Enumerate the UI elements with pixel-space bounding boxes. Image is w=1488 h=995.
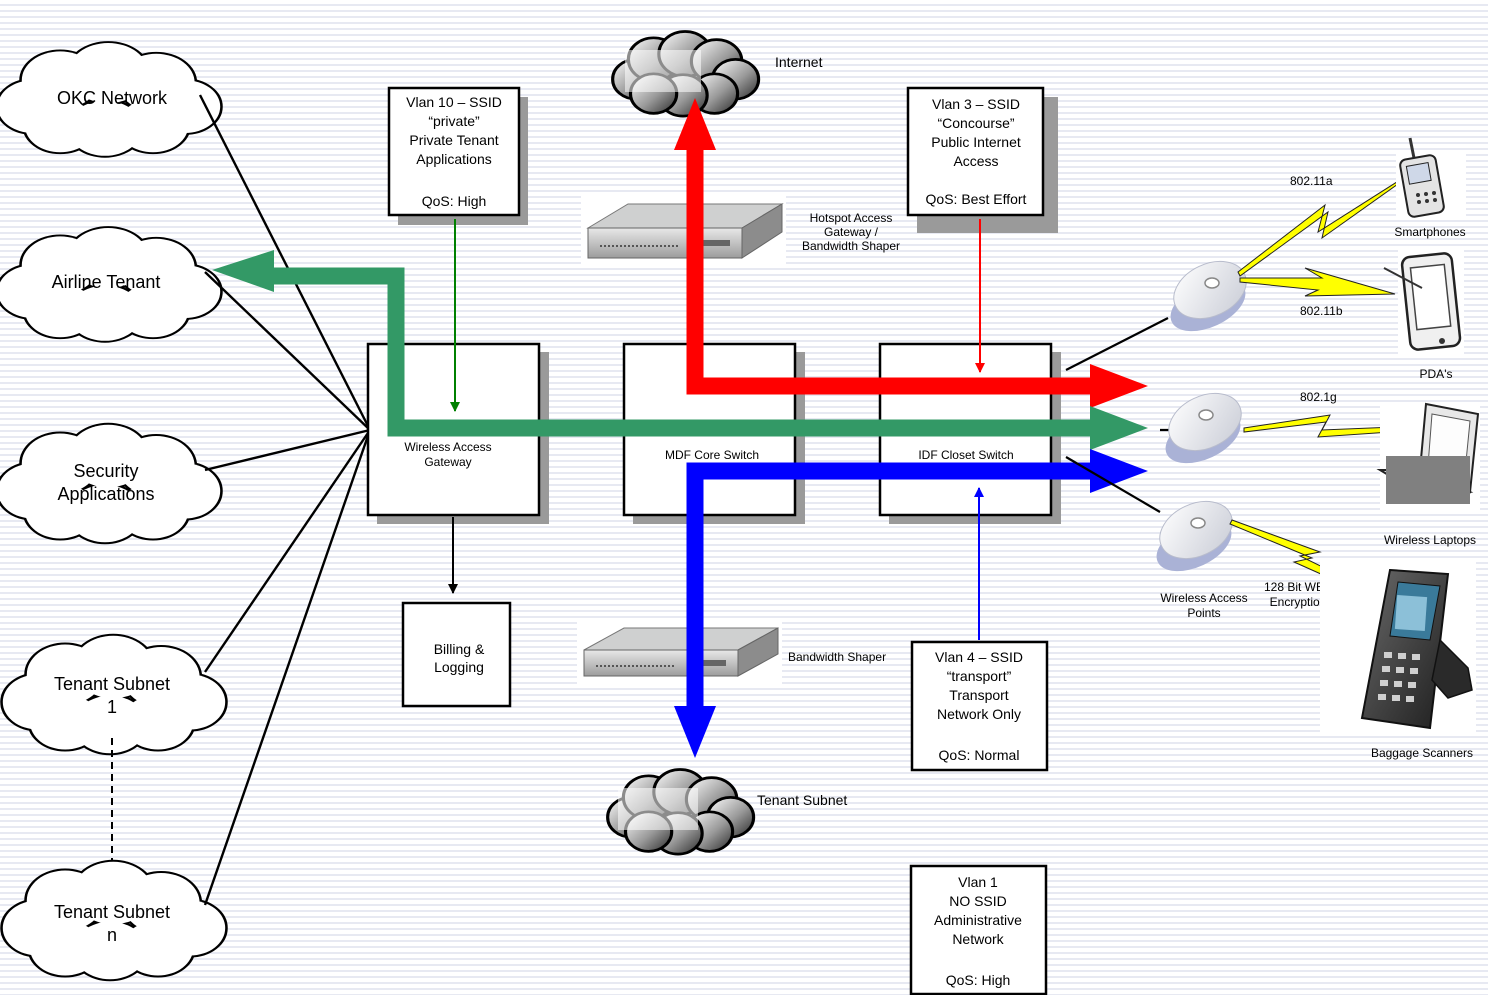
vlan4-line-2: “transport” (947, 668, 1012, 684)
vlan3-box: Vlan 3 – SSID “Concourse” Public Interne… (906, 86, 1058, 233)
vlan10-line-1: Vlan 10 – SSID (406, 94, 502, 110)
vlan4-line-3: Transport (949, 687, 1009, 703)
vlan1-box: Vlan 1 NO SSID Administrative Network Qo… (909, 864, 1048, 995)
smartphones-label: Smartphones (1394, 225, 1465, 239)
billing-logging-box: Billing & Logging (401, 601, 512, 708)
link-tenant-n (203, 429, 372, 906)
access-point-1-image (1170, 260, 1247, 332)
access-points-label-2: Points (1187, 606, 1220, 620)
vlan3-line-1: Vlan 3 – SSID (932, 96, 1020, 112)
scanners-label: Baggage Scanners (1371, 746, 1473, 760)
airline-tenant-label: Airline Tenant (52, 272, 161, 292)
private-flow-arrow (212, 250, 1148, 450)
wep-label-2: Encryption (1270, 595, 1327, 609)
billing-label-1: Billing & (434, 641, 485, 657)
tenant-subnet-1-label-2: 1 (107, 697, 117, 717)
vlan3-qos: QoS: Best Effort (926, 191, 1027, 207)
baggage-scanner-image (1320, 562, 1476, 734)
vlan3-line-4: Access (953, 153, 998, 169)
cloud-security-applications: Security Applications (0, 425, 220, 543)
access-point-3-image (1156, 500, 1233, 572)
transport-flow-arrow (674, 449, 1148, 758)
hotspot-gateway-server-image (581, 196, 786, 268)
lightning-80211a (1237, 178, 1402, 277)
hotspot-label-3: Bandwidth Shaper (802, 239, 900, 253)
internet-label: Internet (775, 54, 823, 70)
vlan4-line-4: Network Only (937, 706, 1021, 722)
vlan10-line-2: “private” (428, 113, 480, 129)
vlan3-line-3: Public Internet (931, 134, 1021, 150)
tenant-subnet-n-label-1: Tenant Subnet (54, 902, 170, 922)
cloud-airline-tenant: Airline Tenant (0, 228, 220, 341)
mdf-label: MDF Core Switch (665, 448, 759, 462)
vlan1-line-2: NO SSID (949, 893, 1007, 909)
wag-label-1: Wireless Access (404, 440, 491, 454)
internet-cloud-image (611, 29, 761, 118)
laptop-image (1376, 402, 1480, 514)
fan-links (198, 94, 372, 906)
security-label-2: Applications (57, 484, 154, 504)
vlan3-line-2: “Concourse” (937, 115, 1014, 131)
ap-links (1065, 317, 1190, 513)
std-80211b-label: 802.11b (1300, 304, 1343, 318)
link-airline (204, 271, 371, 431)
security-label-1: Security (73, 461, 138, 481)
link-okc (198, 94, 372, 431)
vlan1-qos: QoS: High (946, 972, 1011, 988)
vlan10-box: Vlan 10 – SSID “private” Private Tenant … (387, 86, 528, 225)
vlan4-line-1: Vlan 4 – SSID (935, 649, 1023, 665)
wep-label-1: 128 Bit WEP (1264, 580, 1332, 594)
vlan4-box: Vlan 4 – SSID “transport” Transport Netw… (910, 640, 1049, 772)
vlan10-line-3: Private Tenant (409, 132, 498, 148)
pda-image (1383, 248, 1464, 356)
smartphone-image (1396, 137, 1466, 218)
std-80211a-label: 802.11a (1290, 174, 1333, 188)
tenant-subnet-n-label-2: n (107, 925, 117, 945)
access-point-2-image (1165, 392, 1242, 464)
cloud-tenant-subnet-1: Tenant Subnet 1 (3, 636, 225, 754)
laptops-label: Wireless Laptops (1384, 533, 1476, 547)
tenant-subnet-cloud-image (606, 767, 756, 856)
billing-label-2: Logging (434, 659, 484, 675)
lightning-80211b (1239, 267, 1396, 297)
vlan10-qos: QoS: High (422, 193, 487, 209)
hotspot-label-1: Hotspot Access (810, 211, 893, 225)
access-points-label-1: Wireless Access (1160, 591, 1247, 605)
tenant-subnet-1-label-1: Tenant Subnet (54, 674, 170, 694)
cloud-tenant-subnet-n: Tenant Subnet n (3, 862, 225, 980)
cloud-okc-network: OKC Network (0, 43, 220, 156)
internet-flow-arrow (674, 98, 1148, 408)
link-tenant-1 (204, 429, 371, 673)
vlan10-line-4: Applications (416, 151, 492, 167)
std-8021g-label: 802.1g (1300, 390, 1337, 404)
vlan4-qos: QoS: Normal (939, 747, 1020, 763)
vlan1-line-4: Network (952, 931, 1004, 947)
okc-network-label: OKC Network (57, 88, 168, 108)
pdas-label: PDA's (1420, 367, 1453, 381)
link-security (204, 428, 371, 472)
wag-label-2: Gateway (424, 455, 471, 469)
tenant-subnet-label: Tenant Subnet (757, 792, 847, 808)
vlan1-line-1: Vlan 1 (958, 874, 998, 890)
hotspot-label-2: Gateway / (824, 225, 879, 239)
idf-label: IDF Closet Switch (918, 448, 1013, 462)
bandwidth-shaper-label: Bandwidth Shaper (788, 650, 886, 664)
bandwidth-shaper-server-image (577, 622, 782, 684)
vlan1-line-3: Administrative (934, 912, 1022, 928)
